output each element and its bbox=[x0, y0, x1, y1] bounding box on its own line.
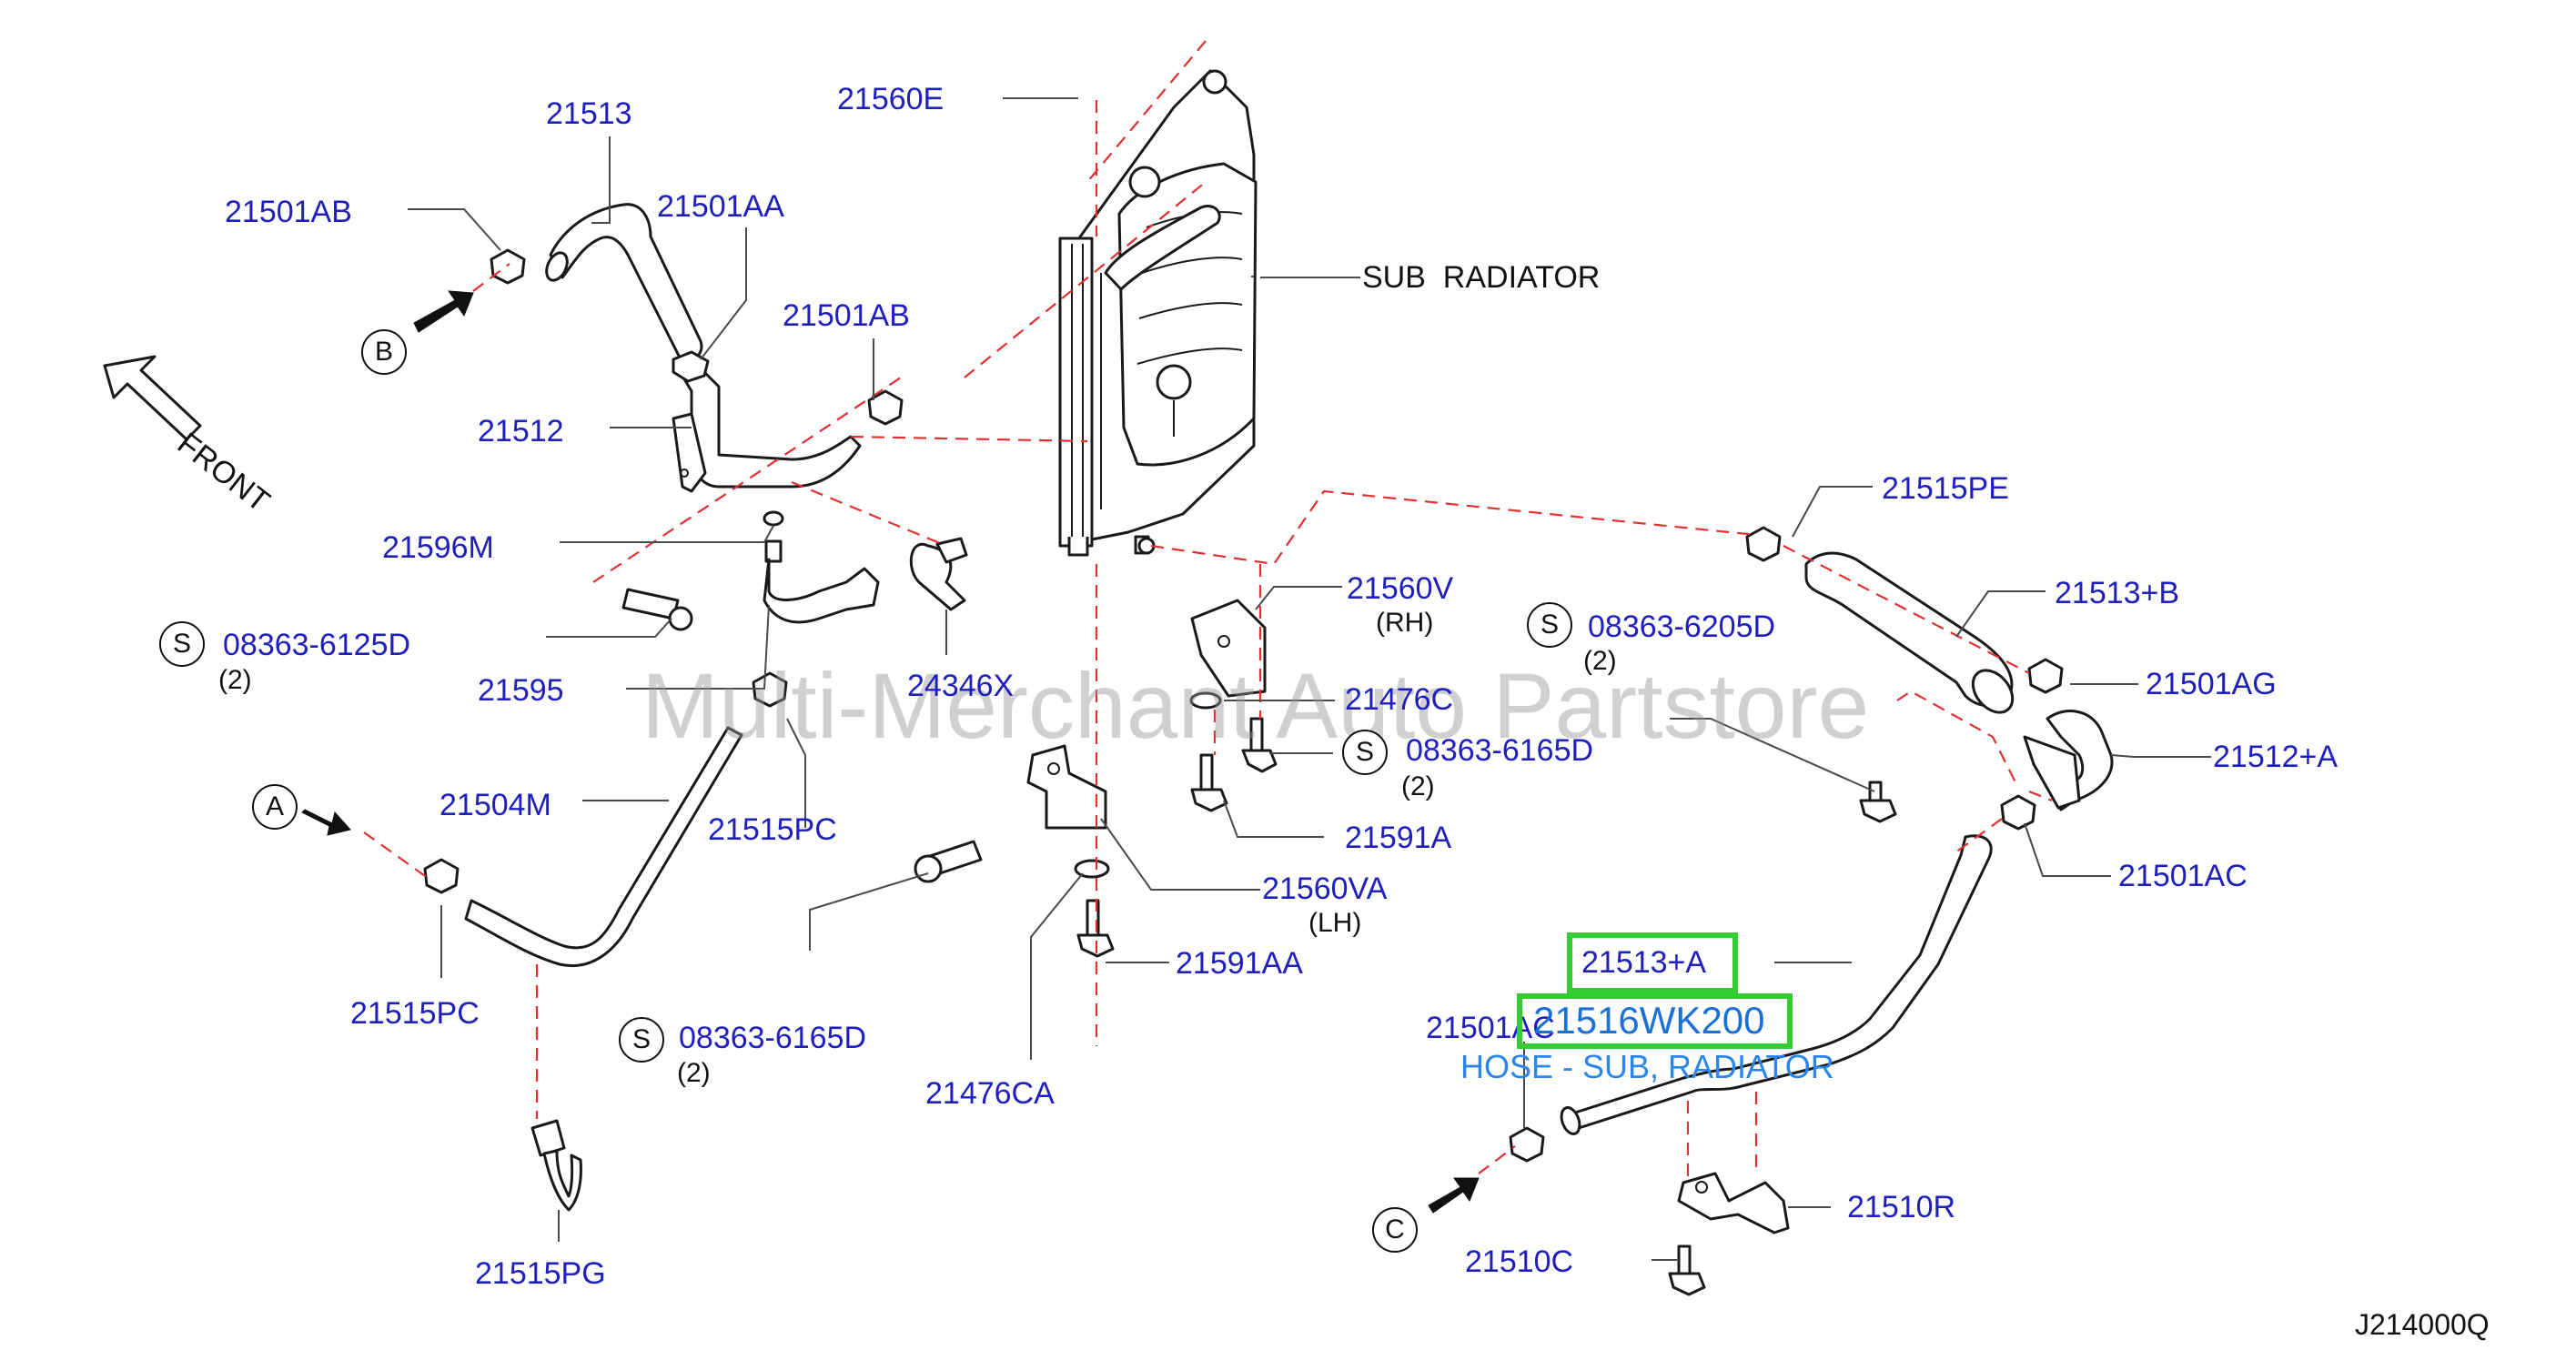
watermark-text: Multi-Merchant Auto Partstore bbox=[641, 654, 1870, 758]
part-label-21515pc-upper[interactable]: 21515PC bbox=[708, 812, 837, 847]
callout-a: A bbox=[252, 784, 298, 830]
flow-arrows bbox=[301, 290, 1480, 1214]
part-label-21513-b[interactable]: 21513+B bbox=[2055, 576, 2180, 610]
diagram-reference-code: J214000Q bbox=[2355, 1308, 2490, 1341]
part-label-21501ac-right[interactable]: 21501AC bbox=[2118, 859, 2248, 893]
upper-left-hose-assembly bbox=[545, 203, 862, 493]
part-label-08363-6205d[interactable]: 08363-6205D bbox=[1588, 610, 1776, 644]
part-label-21510r[interactable]: 21510R bbox=[1847, 1190, 1956, 1224]
part-label-21504m[interactable]: 21504M bbox=[439, 788, 551, 822]
part-label-08363-6165d-lower[interactable]: 08363-6165D bbox=[679, 1021, 867, 1055]
hose-clamps bbox=[423, 248, 2064, 1163]
part-label-21513[interactable]: 21513 bbox=[546, 96, 632, 131]
part-label-21515pg[interactable]: 21515PG bbox=[475, 1256, 606, 1291]
part-label-21512[interactable]: 21512 bbox=[478, 414, 564, 448]
front-arrow bbox=[103, 355, 202, 441]
label-rh: (RH) bbox=[1376, 608, 1434, 638]
sub-radiator-label: SUB RADIATOR bbox=[1362, 260, 1601, 295]
part-label-21560e[interactable]: 21560E bbox=[837, 82, 945, 116]
part-label-21596m[interactable]: 21596M bbox=[382, 530, 494, 565]
qty-08363-6205d: (2) bbox=[1583, 646, 1617, 676]
part-label-21591a[interactable]: 21591A bbox=[1345, 821, 1452, 855]
selected-part-description: HOSE - SUB, RADIATOR bbox=[1460, 1048, 1834, 1085]
qty-08363-6165d-upper: (2) bbox=[1401, 771, 1435, 801]
part-label-21513-a[interactable]: 21513+A bbox=[1581, 945, 1707, 980]
qty-08363-6125d: (2) bbox=[218, 665, 252, 695]
part-label-21595[interactable]: 21595 bbox=[478, 673, 564, 708]
highlight-box-selected-part bbox=[1517, 993, 1793, 1049]
part-label-21560va[interactable]: 21560VA bbox=[1262, 871, 1388, 906]
s-marker-3: S bbox=[1342, 730, 1388, 775]
part-label-21501aa[interactable]: 21501AA bbox=[657, 189, 784, 224]
s-marker-1: S bbox=[159, 621, 205, 667]
part-label-21476c[interactable]: 21476C bbox=[1345, 682, 1454, 717]
part-label-21501ag[interactable]: 21501AG bbox=[2146, 667, 2277, 701]
part-label-08363-6165d-upper[interactable]: 08363-6165D bbox=[1406, 733, 1594, 768]
callout-c: C bbox=[1372, 1207, 1418, 1253]
part-label-21515pc-lower[interactable]: 21515PC bbox=[350, 996, 480, 1031]
part-label-21510c[interactable]: 21510C bbox=[1465, 1244, 1574, 1279]
part-label-21591aa[interactable]: 21591AA bbox=[1176, 946, 1303, 981]
part-label-08363-6125d[interactable]: 08363-6125D bbox=[223, 628, 411, 662]
sensor-and-bracket-parts bbox=[621, 510, 968, 631]
qty-08363-6165d-lower: (2) bbox=[677, 1058, 711, 1088]
leader-lines bbox=[408, 97, 2211, 1261]
part-label-21501ab-right[interactable]: 21501AB bbox=[783, 298, 910, 333]
part-label-21560v[interactable]: 21560V bbox=[1347, 571, 1454, 606]
s-marker-2: S bbox=[619, 1017, 664, 1063]
alignment-lines bbox=[363, 40, 2053, 1183]
part-label-21501ac-left[interactable]: 21501AC bbox=[1426, 1011, 1555, 1045]
label-lh: (LH) bbox=[1308, 908, 1362, 938]
center-mount-hardware bbox=[914, 599, 1278, 958]
part-label-21501ab-left[interactable]: 21501AB bbox=[225, 195, 352, 229]
part-label-21515pe[interactable]: 21515PE bbox=[1882, 471, 2009, 506]
part-label-21476ca[interactable]: 21476CA bbox=[925, 1076, 1055, 1111]
highlight-box-21513a bbox=[1567, 932, 1738, 993]
selected-part-number[interactable]: 21516WK200 bbox=[1533, 999, 1765, 1042]
right-hose-assembly bbox=[1560, 551, 2114, 1296]
callout-b: B bbox=[361, 329, 407, 375]
part-label-24346x[interactable]: 24346X bbox=[907, 669, 1015, 703]
lower-left-hose bbox=[464, 726, 743, 1212]
s-marker-4: S bbox=[1527, 602, 1572, 648]
sub-radiator bbox=[1058, 69, 1258, 557]
part-label-21512-a[interactable]: 21512+A bbox=[2213, 740, 2339, 774]
